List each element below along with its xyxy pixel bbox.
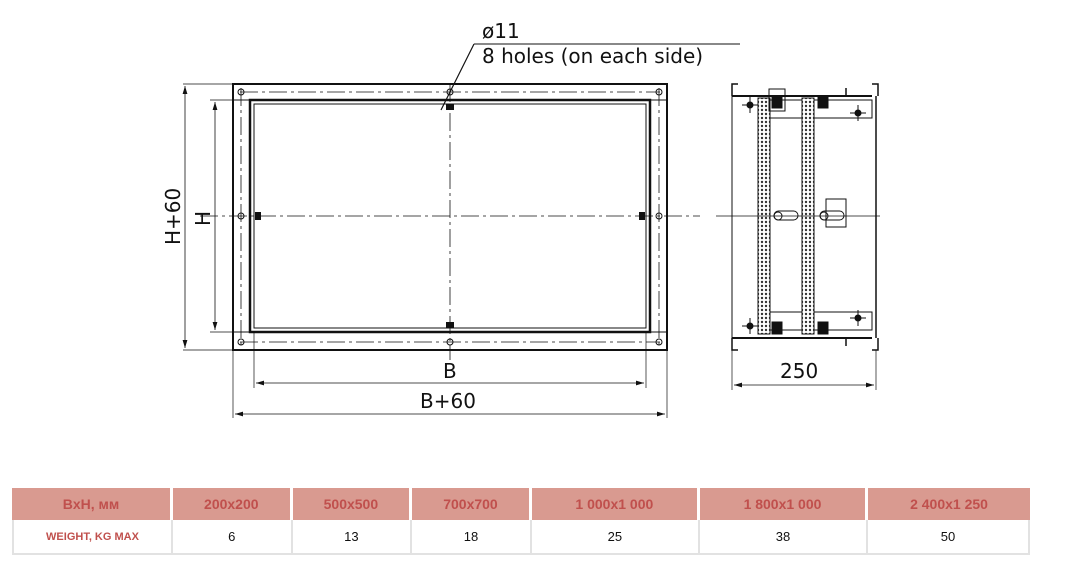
weight-cell: 25 (531, 520, 700, 555)
weight-cell: 13 (292, 520, 413, 555)
hole-diameter-label: ø11 (482, 19, 520, 43)
size-header: 700x700 (412, 488, 532, 520)
size-header: 200x200 (173, 488, 293, 520)
dim-depth-label: 250 (780, 359, 818, 383)
table-header-row: BxH, мм 200x200 500x500 700x700 1 000x1 … (12, 488, 1030, 520)
size-header: 1 000x1 000 (531, 488, 700, 520)
specification-table: BxH, мм 200x200 500x500 700x700 1 000x1 … (12, 488, 1030, 555)
size-header: 2 400x1 250 (868, 488, 1030, 520)
technical-drawing: ø11 8 holes (on each side) H+60 H B B+60 (161, 19, 880, 418)
header-label: BxH, мм (12, 488, 173, 520)
size-header: 1 800x1 000 (699, 488, 869, 520)
weight-cell: 18 (412, 520, 532, 555)
side-view (716, 83, 880, 390)
hole-note-label: 8 holes (on each side) (482, 44, 703, 68)
row-label: WEIGHT, KG MAX (12, 520, 173, 555)
dim-width-inner-label: B (443, 359, 457, 383)
side-view-fasteners (742, 95, 866, 335)
table-row: WEIGHT, KG MAX 6 13 18 25 38 50 (12, 520, 1030, 555)
dim-height-outer-label: H+60 (161, 188, 185, 245)
dim-height-inner-label: H (191, 211, 215, 226)
dim-width-outer-label: B+60 (420, 389, 476, 413)
mounting-holes (237, 88, 663, 346)
weight-cell: 6 (173, 520, 293, 555)
weight-cell: 50 (868, 520, 1030, 555)
size-header: 500x500 (292, 488, 413, 520)
front-view (182, 43, 740, 418)
weight-cell: 38 (699, 520, 869, 555)
